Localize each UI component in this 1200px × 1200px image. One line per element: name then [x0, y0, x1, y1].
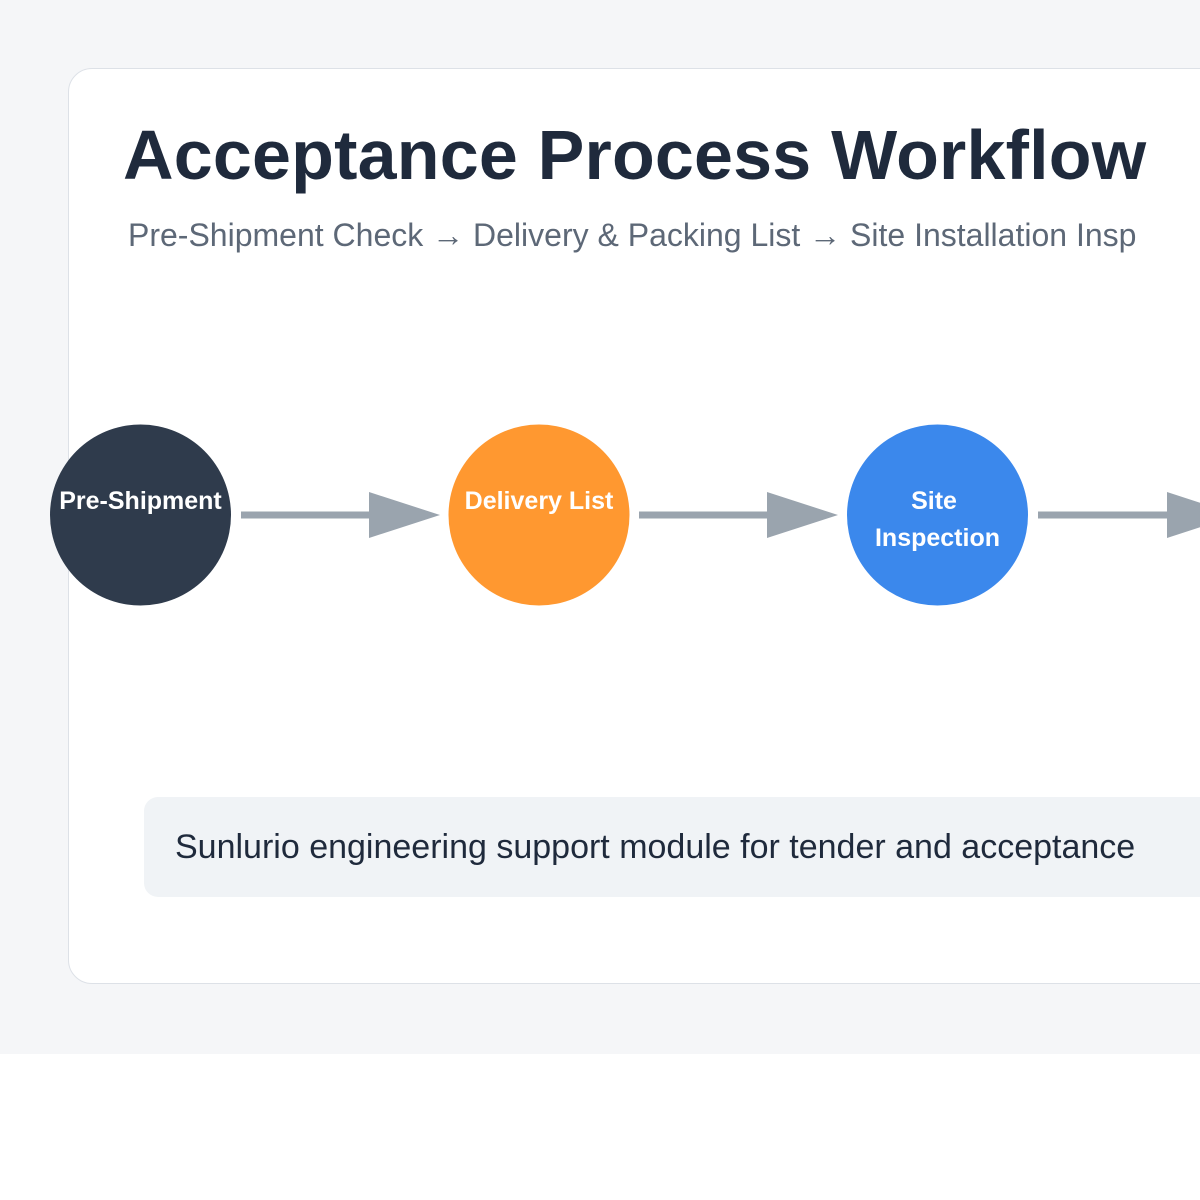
arrowhead-1	[369, 492, 440, 538]
step-label-line: Inspection	[875, 524, 1000, 552]
step-label: Pre-Shipment	[59, 487, 222, 515]
page-subtitle: Pre-Shipment Check → Delivery & Packing …	[128, 217, 1137, 253]
page-title: Acceptance Process Workflow	[123, 116, 1147, 194]
arrowhead-3	[1167, 492, 1200, 538]
info-note-text: Sunlurio engineering support module for …	[175, 828, 1136, 866]
step-label: Delivery List	[465, 487, 614, 515]
workflow-diagram: Pre-Shipment Delivery List Site Inspecti…	[50, 424, 1200, 606]
page-background: Acceptance Process Workflow Pre-Shipment…	[50, 68, 1200, 984]
step-label-line: Pre-Shipment	[59, 487, 222, 515]
step-circle	[448, 424, 630, 606]
step-node-delivery-list: Delivery List	[448, 424, 630, 606]
step-circle	[50, 424, 231, 606]
step-label-line: Site	[911, 487, 957, 515]
step-label: Site Inspection	[875, 487, 1000, 552]
info-note: Sunlurio engineering support module for …	[144, 797, 1200, 897]
arrowhead-2	[767, 492, 838, 538]
step-label-line: Delivery List	[465, 487, 614, 515]
step-node-pre-shipment: Pre-Shipment	[50, 424, 231, 606]
step-circle	[847, 424, 1028, 606]
step-node-site-inspection: Site Inspection	[847, 424, 1028, 606]
